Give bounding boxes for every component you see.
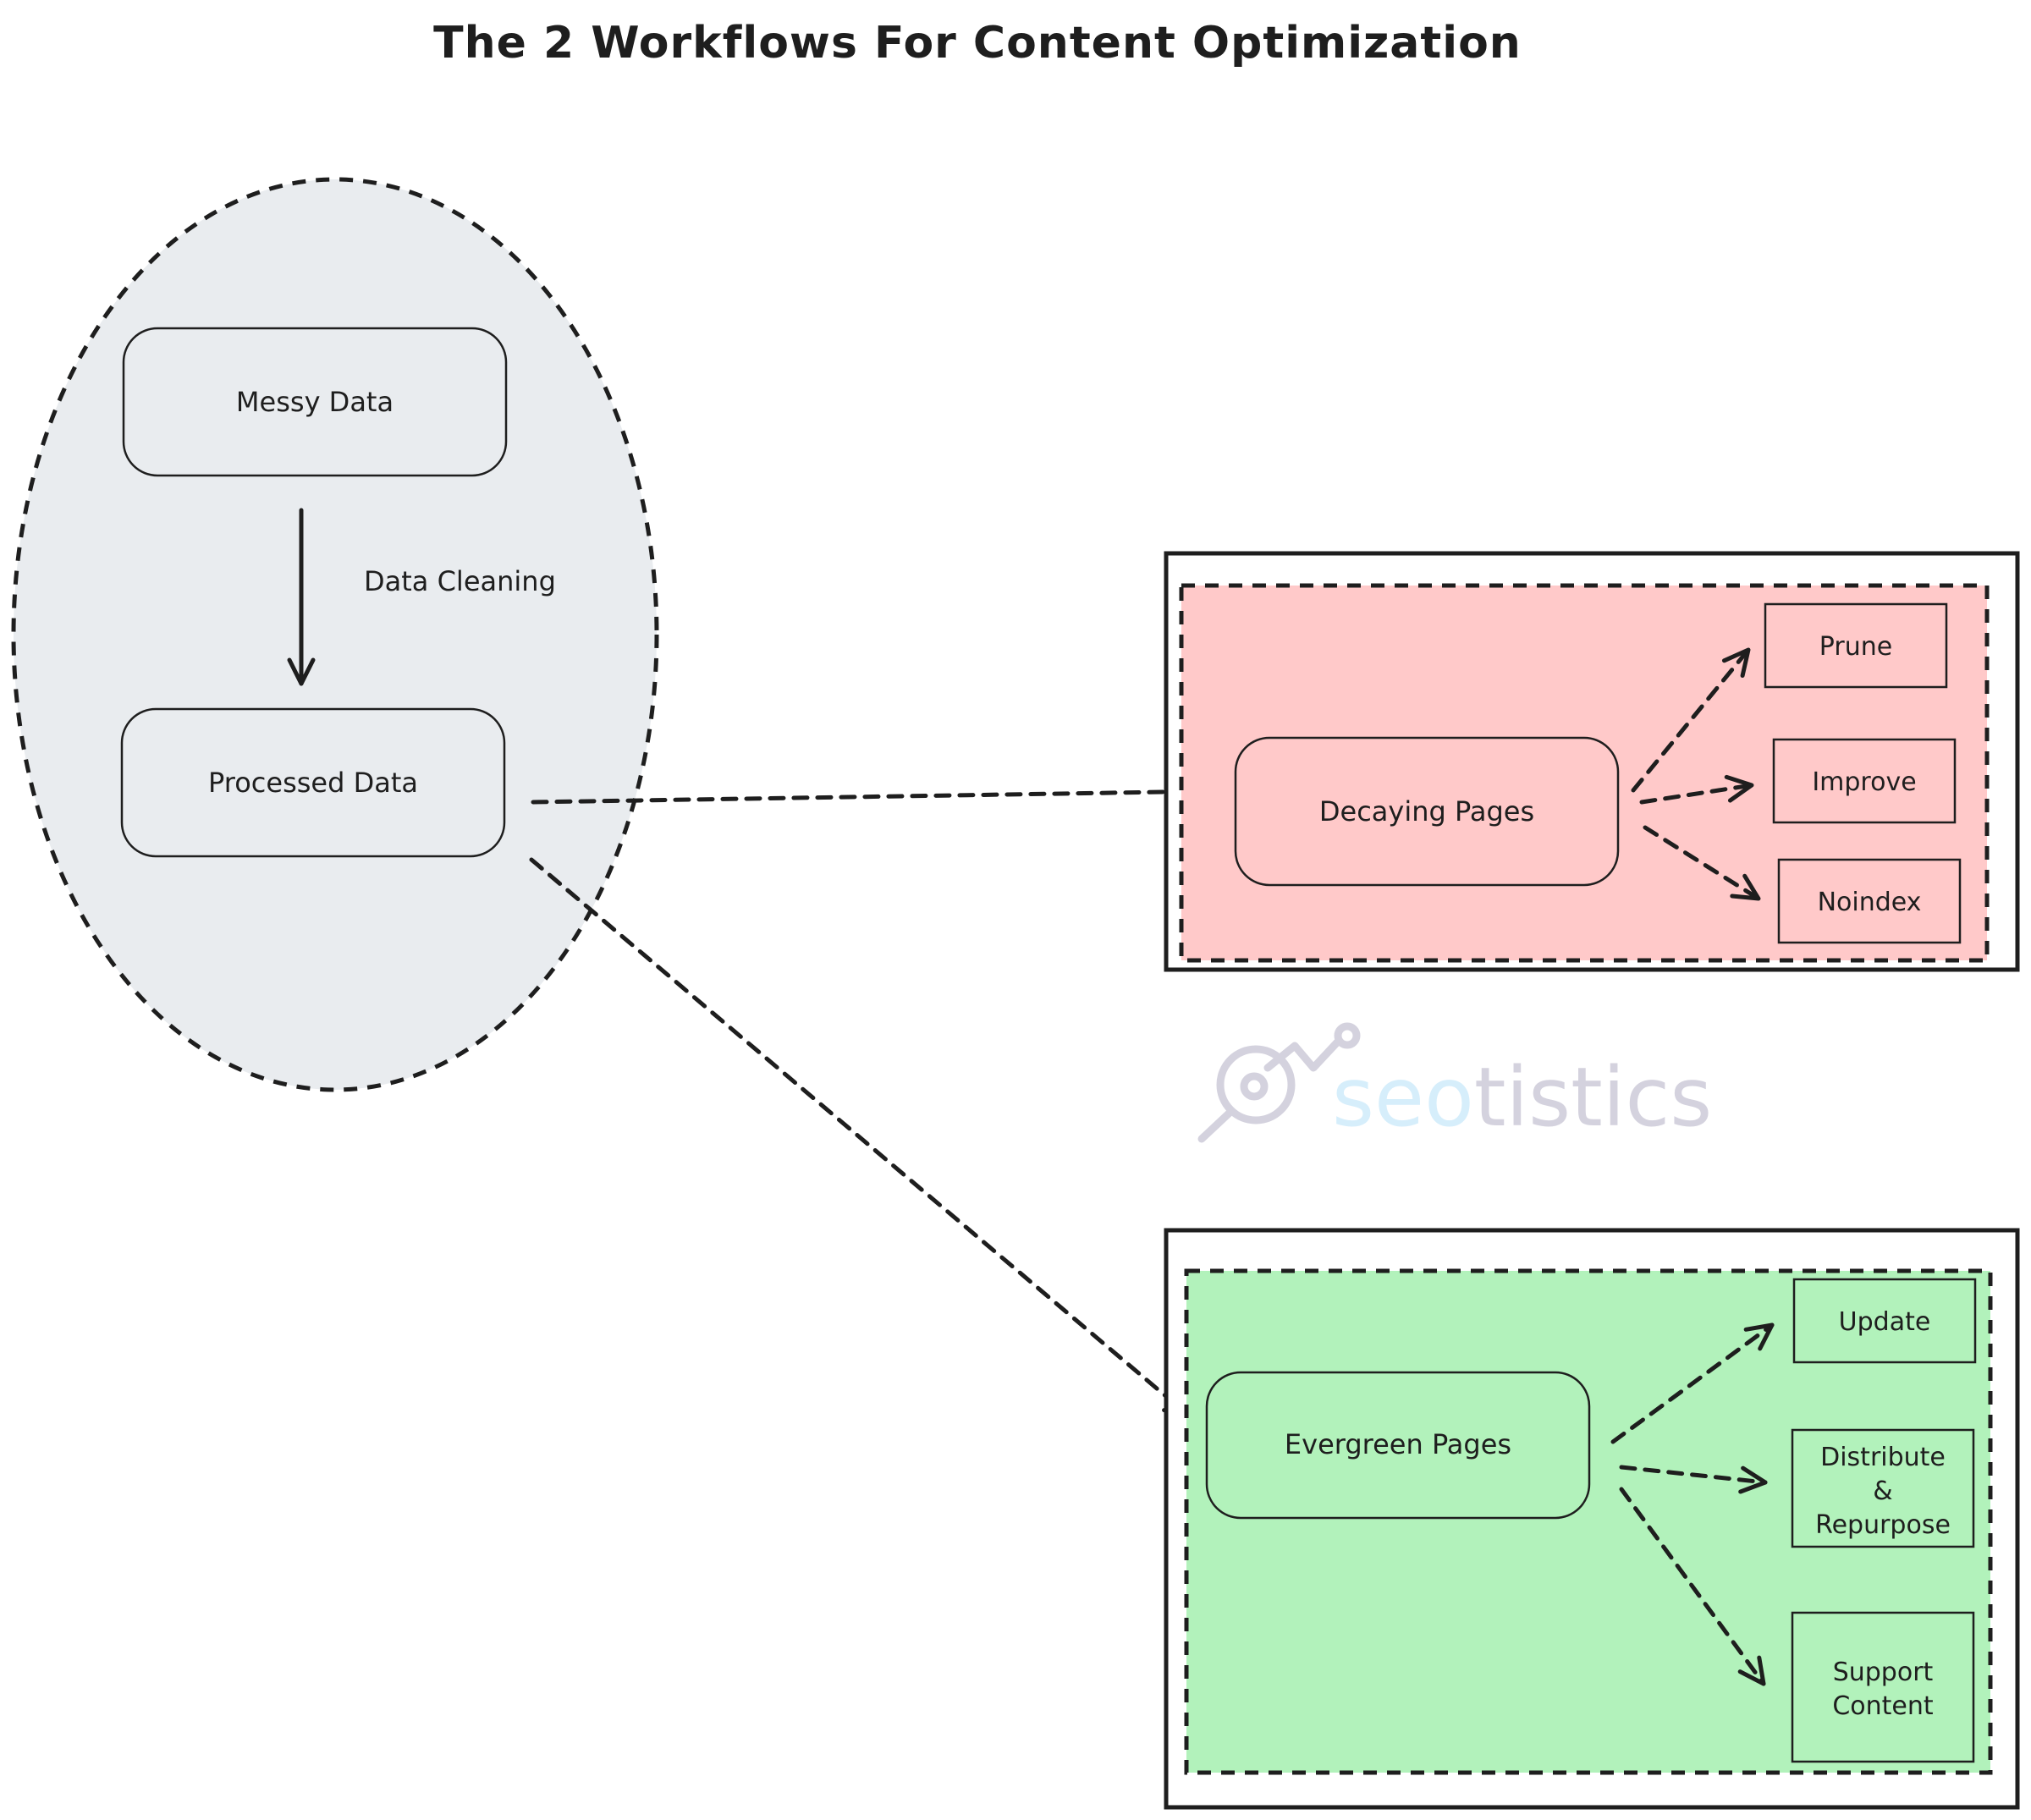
messy-data-label: Messy Data xyxy=(236,386,394,418)
decaying-workflow: Decaying Pages Prune Improve Noindex xyxy=(1164,551,2020,972)
distribute-repurpose-node xyxy=(1791,1428,1975,1548)
content-label: Content xyxy=(1832,1691,1934,1721)
improve-label: Improve xyxy=(1812,767,1916,797)
prune-label: Prune xyxy=(1819,632,1892,662)
diagram-title: The 2 Workflows For Content Optimization xyxy=(433,18,1522,69)
processed-to-evergreen-arrow xyxy=(529,857,1192,1419)
evergreen-to-support-arrow xyxy=(1619,1487,1766,1686)
processed-to-decaying-arrow xyxy=(531,777,1219,806)
decaying-to-prune-arrow xyxy=(1631,647,1751,793)
evergreen-to-update-arrow xyxy=(1610,1322,1775,1444)
support-label: Support xyxy=(1833,1658,1934,1687)
decaying-pages-label: Decaying Pages xyxy=(1319,795,1534,828)
decaying-to-improve-arrow xyxy=(1639,774,1754,805)
processed-data-label: Processed Data xyxy=(208,767,418,799)
data-preparation-ellipse xyxy=(11,177,659,1092)
processed-data-node xyxy=(120,707,506,858)
distribute-label: Distribute xyxy=(1820,1443,1946,1472)
update-node xyxy=(1792,1278,1977,1364)
data-cleaning-label: Data Cleaning xyxy=(364,565,556,597)
decaying-to-noindex-arrow xyxy=(1643,825,1761,901)
watermark-text: seotistics xyxy=(1332,1050,1712,1145)
messy-data-node xyxy=(122,327,508,477)
repurpose-label: Repurpose xyxy=(1815,1510,1951,1540)
evergreen-pages-node xyxy=(1205,1371,1591,1520)
noindex-label: Noindex xyxy=(1818,888,1922,917)
magnifier-chart-icon xyxy=(1197,1022,1361,1143)
improve-node xyxy=(1772,738,1957,824)
prune-node xyxy=(1764,602,1948,689)
support-content-node xyxy=(1791,1611,1975,1763)
decaying-pages-node xyxy=(1234,736,1620,887)
distribute-ampersand: & xyxy=(1873,1476,1892,1506)
noindex-node xyxy=(1777,858,1962,944)
evergreen-to-distribute-arrow xyxy=(1619,1465,1768,1494)
update-label: Update xyxy=(1839,1307,1931,1337)
seotistics-watermark: seotistics xyxy=(1197,1022,1712,1145)
evergreen-pages-label: Evergreen Pages xyxy=(1285,1428,1511,1460)
data-preparation-group: Messy Data Data Cleaning Processed Data xyxy=(11,177,659,1092)
evergreen-workflow: Evergreen Pages Update Distribute & Repu… xyxy=(1164,1228,2020,1810)
